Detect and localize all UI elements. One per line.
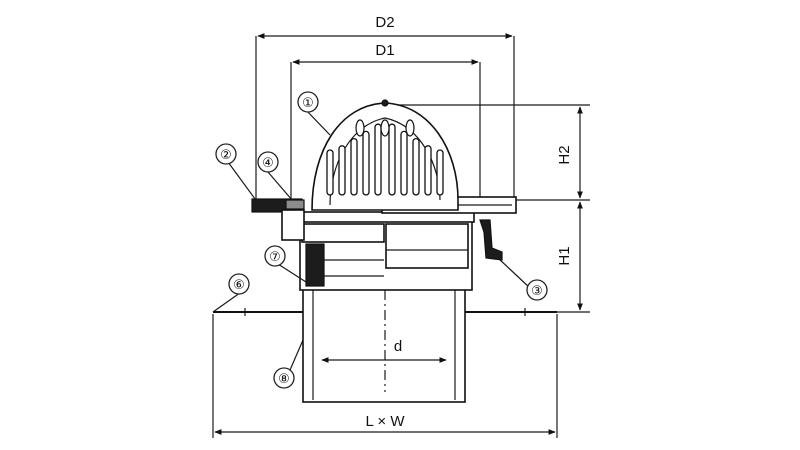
callout-2: ② [215, 143, 237, 165]
callout-8-label: ⑧ [278, 371, 290, 386]
dimension-lw-label: L × W [365, 413, 405, 430]
dome-slot [436, 149, 444, 196]
dimension-d1-label: D1 [375, 42, 394, 59]
bracket-right [479, 219, 503, 261]
dome-slot [362, 130, 370, 196]
dome-slot [374, 123, 382, 196]
dome-slot [338, 145, 346, 196]
dome-slot [350, 137, 358, 196]
dimension-d1: D1 [290, 42, 481, 200]
dimension-lw: L × W [212, 314, 558, 438]
dimension-d2: D2 [255, 14, 515, 200]
callout-4: ④ [257, 151, 279, 173]
dimension-d-label: d [394, 338, 402, 355]
dimension-h2-label: H2 [556, 145, 573, 164]
callout-8: ⑧ [273, 367, 295, 389]
dome-slot [412, 137, 420, 196]
drain-body [299, 219, 473, 291]
dimension-h1-label: H1 [556, 246, 573, 265]
dimension-h1: H1 [555, 201, 590, 313]
strainer-dome [311, 99, 459, 211]
dome-slot [400, 130, 408, 196]
dome-slot [388, 123, 396, 196]
drain-pipe [302, 285, 466, 403]
dome-slot [355, 119, 365, 137]
callout-7-label: ⑦ [269, 249, 281, 264]
callout-7: ⑦ [264, 245, 286, 267]
dome-slots [326, 119, 444, 196]
callout-3-label: ③ [531, 283, 543, 298]
callout-1-label: ① [302, 95, 314, 110]
dimension-d2-label: D2 [375, 14, 394, 31]
callout-6: ⑥ [228, 273, 250, 295]
dome-slot [380, 119, 390, 137]
dome-slot [326, 149, 334, 196]
callout-1: ① [297, 91, 319, 113]
dimension-h2: H2 [385, 104, 590, 201]
dome-slot [405, 119, 415, 137]
callout-4-label: ④ [262, 155, 274, 170]
dome-slot [424, 145, 432, 196]
callout-6-label: ⑥ [233, 277, 245, 292]
callout-3: ③ [526, 279, 548, 301]
callout-2-label: ② [220, 147, 232, 162]
